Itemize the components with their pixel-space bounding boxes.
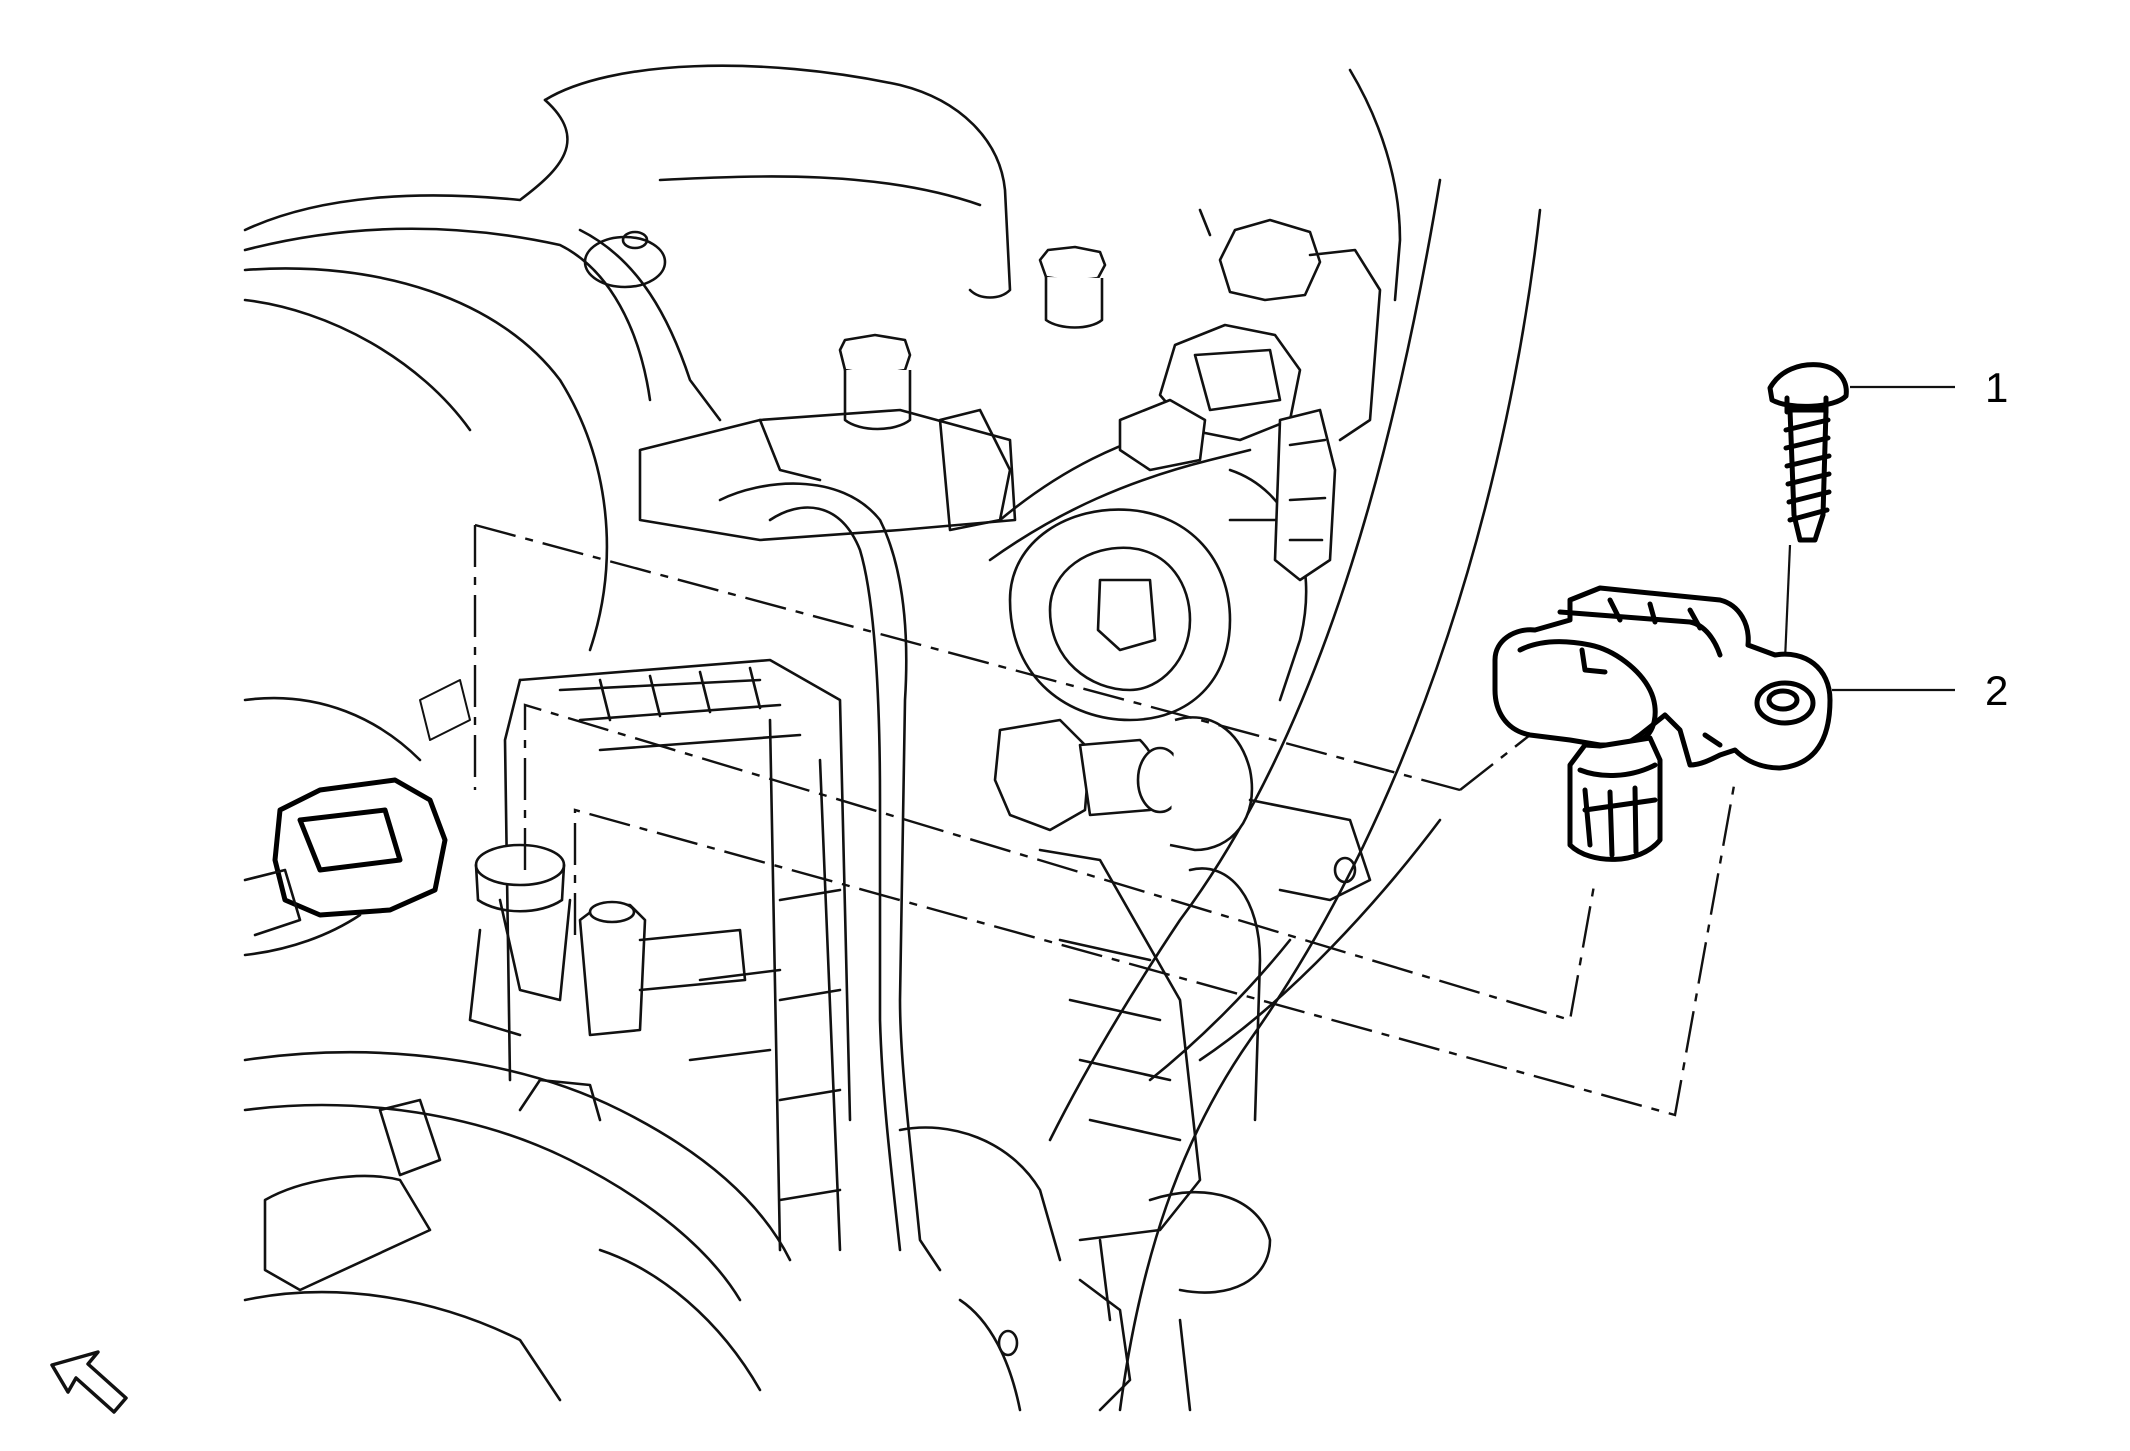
fitting-icon [993, 716, 1254, 852]
bolt-icon [1767, 362, 1849, 543]
camshaft-position-sensor-icon [1492, 585, 1833, 862]
manifold-grille [503, 658, 852, 1252]
callout-label-1: 1 [1985, 364, 2008, 411]
view-direction-arrow-icon [50, 1350, 128, 1414]
top-bolt-icon [838, 333, 912, 431]
central-housing [1008, 468, 1308, 722]
callout-1: 1 [1850, 364, 2008, 411]
callout-2: 2 [1832, 667, 2008, 714]
wiring-connector-icon [1118, 323, 1302, 472]
wiring-connector-icon [243, 777, 448, 957]
callout-label-2: 2 [1985, 667, 2008, 714]
engine-background [243, 64, 1542, 1412]
top-bolt-icon [1038, 245, 1107, 329]
alignment-lines [473, 523, 1792, 1117]
